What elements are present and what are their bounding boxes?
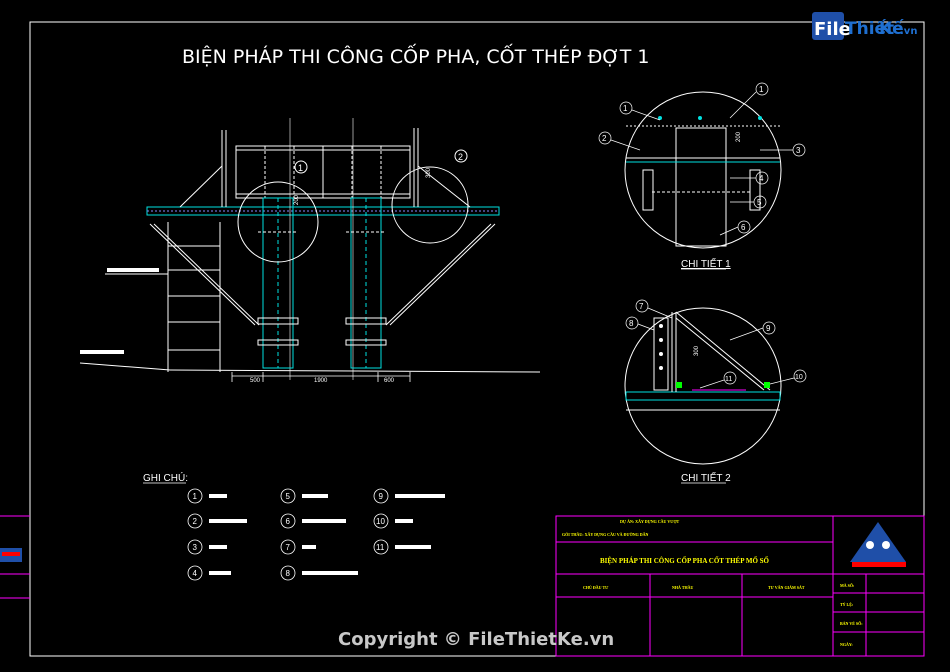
title-block-drawing-name: BIỆN PHÁP THI CÔNG CỐP PHA CỐT THÉP MỐ S… [600,557,770,565]
note-text-placeholder [395,494,445,498]
drawing-title: BIỆN PHÁP THI CÔNG CỐP PHA, CỐT THÉP ĐỢT… [182,42,649,68]
note-number-circle [373,539,389,555]
note-number: 5 [286,492,291,501]
note-number: 2 [193,517,198,526]
pile-right [350,197,382,369]
note-number-circle [373,488,389,504]
elevation-dim-1900: 1900 [314,378,328,384]
title-block-col-1: CHỦ ĐẦU TƯ [583,585,609,590]
note-number-circle [373,513,389,529]
detail-1-callout-a: 1 [623,104,628,113]
logo-file: File [814,19,851,40]
note-number: 1 [193,492,198,501]
detail-1-callout-d: 3 [796,146,801,155]
note-number: 9 [379,492,384,501]
title-block-col-2: NHÀ THẦU [672,585,693,590]
title-block-header-2: GÓI THẦU: XÂY DỰNG CẦU VÀ ĐƯỜNG DẪN [562,532,649,537]
elevation-side-dim-1: 200 [294,194,300,205]
elevation-marker-1: 1 [298,163,303,173]
logo-vn: .vn [900,26,917,37]
detail-1-callout-f: 5 [757,198,762,207]
note-number: 4 [193,569,198,578]
logo-thiet: Thiết [845,18,894,39]
note-number: 6 [286,517,291,526]
detail-1-callout-g: 6 [741,223,746,232]
title-block-col-3: TƯ VẤN GIÁM SÁT [768,585,805,590]
note-text-placeholder [395,519,413,523]
detail-2-dim: 300 [694,345,700,356]
note-text-placeholder [302,571,358,575]
note-text-placeholder [209,545,227,549]
elevation-view: 1 2 200 300 500 1900 600 [79,118,541,384]
note-text-placeholder [209,519,247,523]
sheet-frame [0,21,925,657]
note-number-circle [187,565,203,581]
left-logo-bar [2,552,20,556]
detail-1-callout-b: 1 [759,85,764,94]
detail-1-dim: 200 [736,131,742,142]
copyright-watermark: Copyright © FileThietKe.vn [338,629,614,650]
elevation-dimensions [231,372,411,382]
elevation-dim-600: 600 [384,378,395,384]
note-text-placeholder [395,545,431,549]
note-number: 11 [376,543,385,552]
title-block-r2-label: TỶ LỆ: [840,602,853,607]
note-number: 10 [376,517,385,526]
detail-2: 300 7 8 9 10 11 CHI TIẾT 2 [624,299,807,484]
title-block-r1-label: MÃ SỐ: [840,583,854,588]
detail-2-callout-7: 7 [639,302,644,311]
title-block-r3-label: BẢN VẼ SỐ: [840,621,863,626]
pile-left [262,197,294,369]
detail-2-label: CHI TIẾT 2 [681,471,731,484]
note-text-placeholder [302,519,346,523]
elevation-marker-2: 2 [458,152,463,162]
notes-legend: GHI CHÚ: 1 2 3 4 5 6 7 8 9 10 11 [143,471,445,581]
logo-ke: Kế [879,18,904,39]
note-number-circle [280,513,296,529]
note-number-circle [187,513,203,529]
detail-callout-circle-1 [237,181,319,263]
note-text-placeholder [302,494,328,498]
note-number-circle [187,488,203,504]
note-number-circle [280,488,296,504]
note-number-circle [187,539,203,555]
detail-1-label: CHI TIẾT 1 [681,257,731,270]
title-block [555,515,925,657]
elevation-side-dim-2: 300 [426,167,432,178]
detail-2-callout-9: 9 [766,324,771,333]
detail-1-callout-c: 2 [602,134,607,143]
note-number-circle [280,565,296,581]
note-text-placeholder [302,545,316,549]
note-number: 8 [286,569,291,578]
detail-2-callout-10: 10 [795,374,803,381]
company-logo [850,522,906,567]
note-number-circle [280,539,296,555]
note-number: 7 [286,543,291,552]
site-logo: File Thiết Kế .vn [812,12,917,40]
note-text-placeholder [209,571,231,575]
title-block-header-1: DỰ ÁN: XÂY DỰNG CẦU VƯỢT [620,519,680,524]
notes-heading: GHI CHÚ: [143,471,188,484]
title-block-r4-label: NGÀY: [840,642,853,647]
formwork-box [235,145,411,199]
detail-callout-circle-2 [391,166,469,244]
detail-2-callout-11: 11 [725,376,732,383]
note-number: 3 [193,543,198,552]
access-ladder [167,222,221,372]
note-text-placeholder [209,494,227,498]
detail-1-callout-e: 4 [759,174,764,183]
elevation-dim-500: 500 [250,378,261,384]
detail-1: 200 1 1 2 3 4 5 6 CHI TIẾT 1 [598,82,806,270]
detail-2-callout-8: 8 [629,319,634,328]
